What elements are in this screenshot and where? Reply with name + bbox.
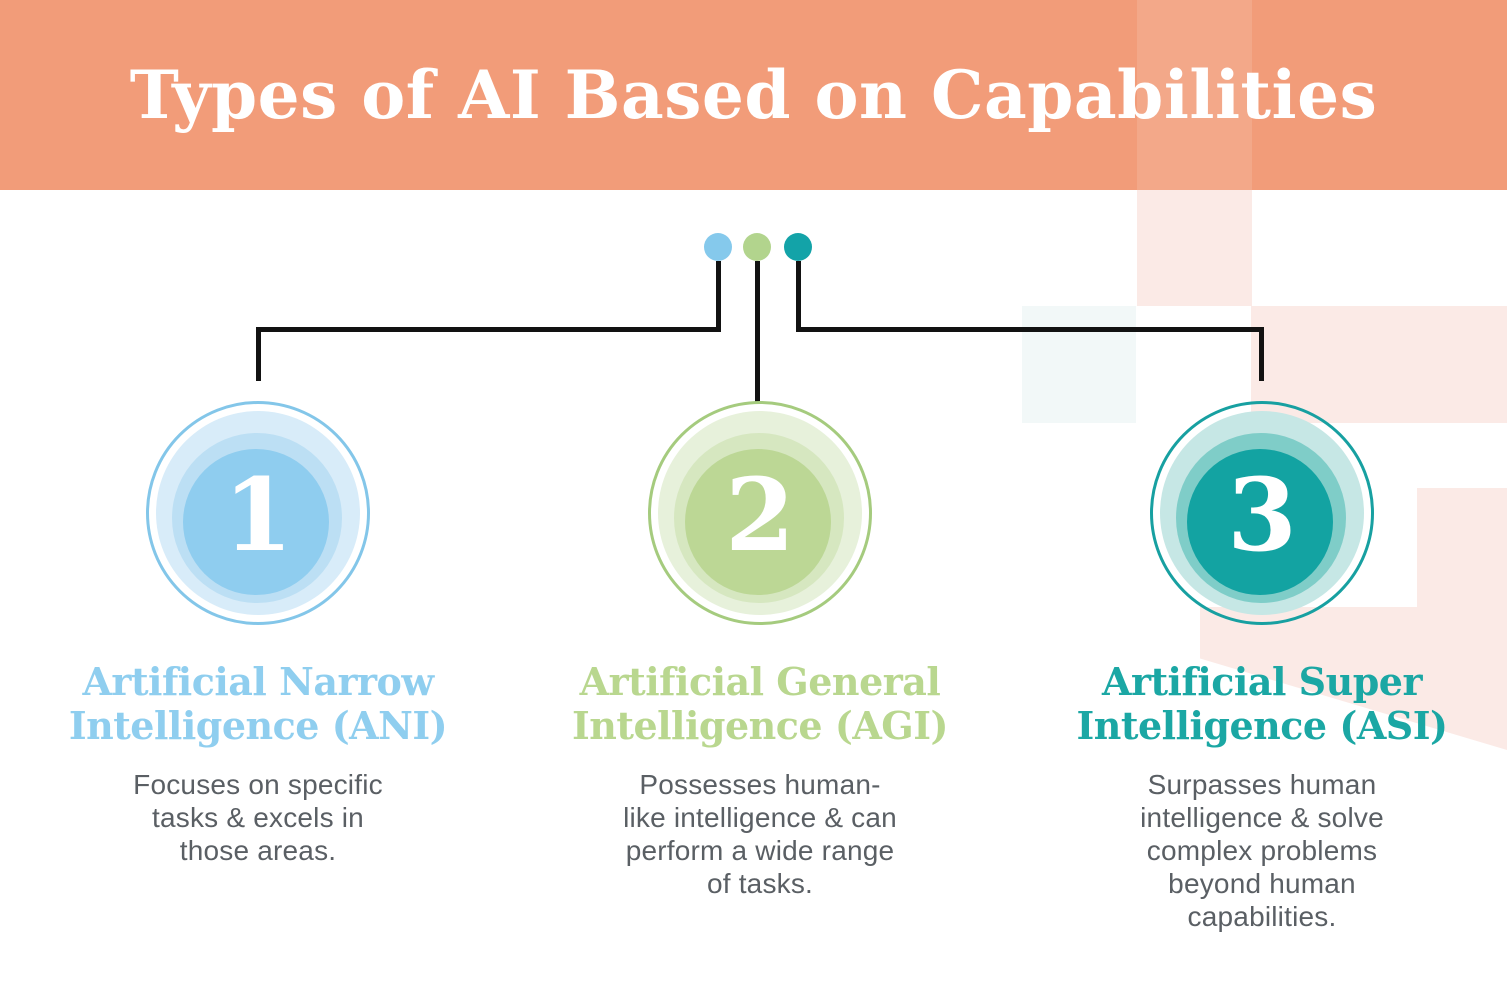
connector-horizontal-right [796, 327, 1264, 332]
branch-dot-3 [784, 233, 812, 261]
connector-horizontal-left [256, 327, 721, 332]
section-agi: Artificial General Intelligence (AGI) Po… [570, 660, 950, 900]
section-asi: Artificial Super Intelligence (ASI) Surp… [1072, 660, 1452, 933]
asi-heading: Artificial Super Intelligence (ASI) [1076, 659, 1448, 748]
bg-rect-pink-edge [1417, 488, 1507, 610]
branch-dot-2 [743, 233, 771, 261]
asi-number-badge: 3 [1150, 401, 1374, 625]
agi-number: 2 [725, 456, 795, 574]
asi-description: Surpasses human intelligence & solve com… [1140, 769, 1384, 932]
bg-rect-pink-right [1251, 306, 1507, 423]
connector-leg-left [256, 327, 261, 381]
ani-heading: Artificial Narrow Intelligence (ANI) [68, 659, 448, 748]
connector-leg-right [1259, 327, 1264, 381]
agi-description: Possesses human- like intelligence & can… [623, 769, 897, 899]
agi-number-badge: 2 [648, 401, 872, 625]
agi-heading: Artificial General Intelligence (AGI) [571, 659, 949, 748]
ani-description: Focuses on specific tasks & excels in th… [133, 769, 383, 866]
page-title: Types of AI Based on Capabilities [129, 56, 1378, 134]
bg-square-pink-top [1137, 190, 1252, 306]
agi-badge-inner-circle [685, 449, 831, 595]
ani-number-badge: 1 [146, 401, 370, 625]
connector-stem-2 [755, 261, 760, 402]
bg-square-blue [1022, 306, 1136, 423]
ani-badge-inner-circle [183, 449, 329, 595]
connector-stem-3 [796, 261, 801, 331]
branch-dot-1 [704, 233, 732, 261]
header-banner: Types of AI Based on Capabilities [0, 0, 1507, 190]
section-ani: Artificial Narrow Intelligence (ANI) Foc… [68, 660, 448, 867]
ani-number: 1 [223, 456, 293, 574]
connector-stem-1 [716, 261, 721, 331]
asi-number: 3 [1227, 456, 1297, 574]
asi-badge-inner-circle [1187, 449, 1333, 595]
header-accent-band [1137, 0, 1252, 190]
